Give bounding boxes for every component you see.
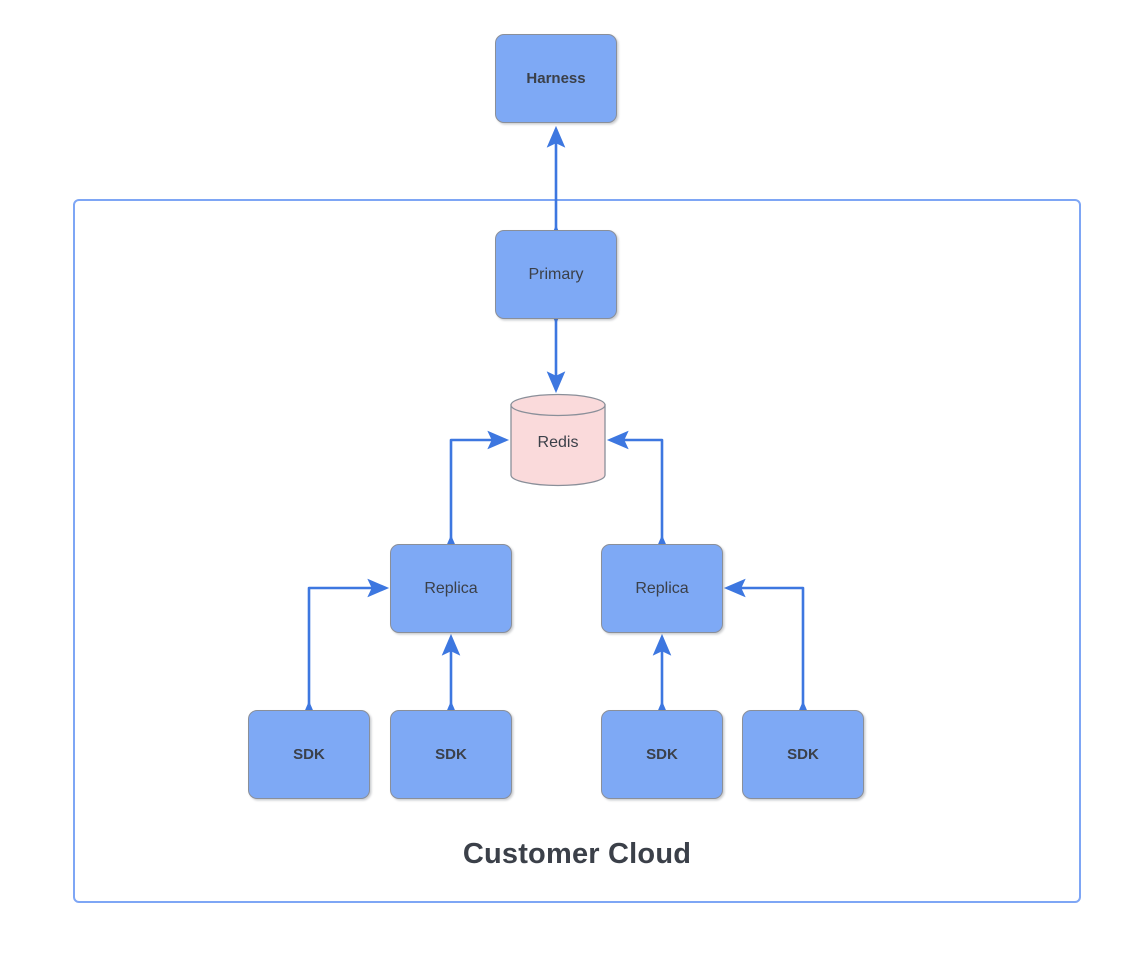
node-sdk-4-label: SDK <box>787 746 819 763</box>
node-sdk-1[interactable]: SDK <box>248 710 370 799</box>
cylinder-shape <box>510 393 606 487</box>
node-replica-right-label: Replica <box>635 579 689 597</box>
node-replica-left[interactable]: Replica <box>390 544 512 633</box>
node-sdk-3[interactable]: SDK <box>601 710 723 799</box>
node-sdk-3-label: SDK <box>646 746 678 763</box>
customer-cloud-label: Customer Cloud <box>462 838 692 870</box>
node-sdk-4[interactable]: SDK <box>742 710 864 799</box>
customer-cloud-boundary <box>73 199 1081 903</box>
node-sdk-1-label: SDK <box>293 746 325 763</box>
node-harness-label: Harness <box>526 70 586 87</box>
node-replica-left-label: Replica <box>424 579 478 597</box>
node-redis-label: Redis <box>537 434 579 451</box>
node-redis[interactable]: Redis <box>510 393 606 487</box>
node-primary-label: Primary <box>528 265 584 283</box>
node-harness[interactable]: Harness <box>495 34 617 123</box>
node-replica-right[interactable]: Replica <box>601 544 723 633</box>
node-sdk-2-label: SDK <box>435 746 467 763</box>
node-sdk-2[interactable]: SDK <box>390 710 512 799</box>
node-primary[interactable]: Primary <box>495 230 617 319</box>
